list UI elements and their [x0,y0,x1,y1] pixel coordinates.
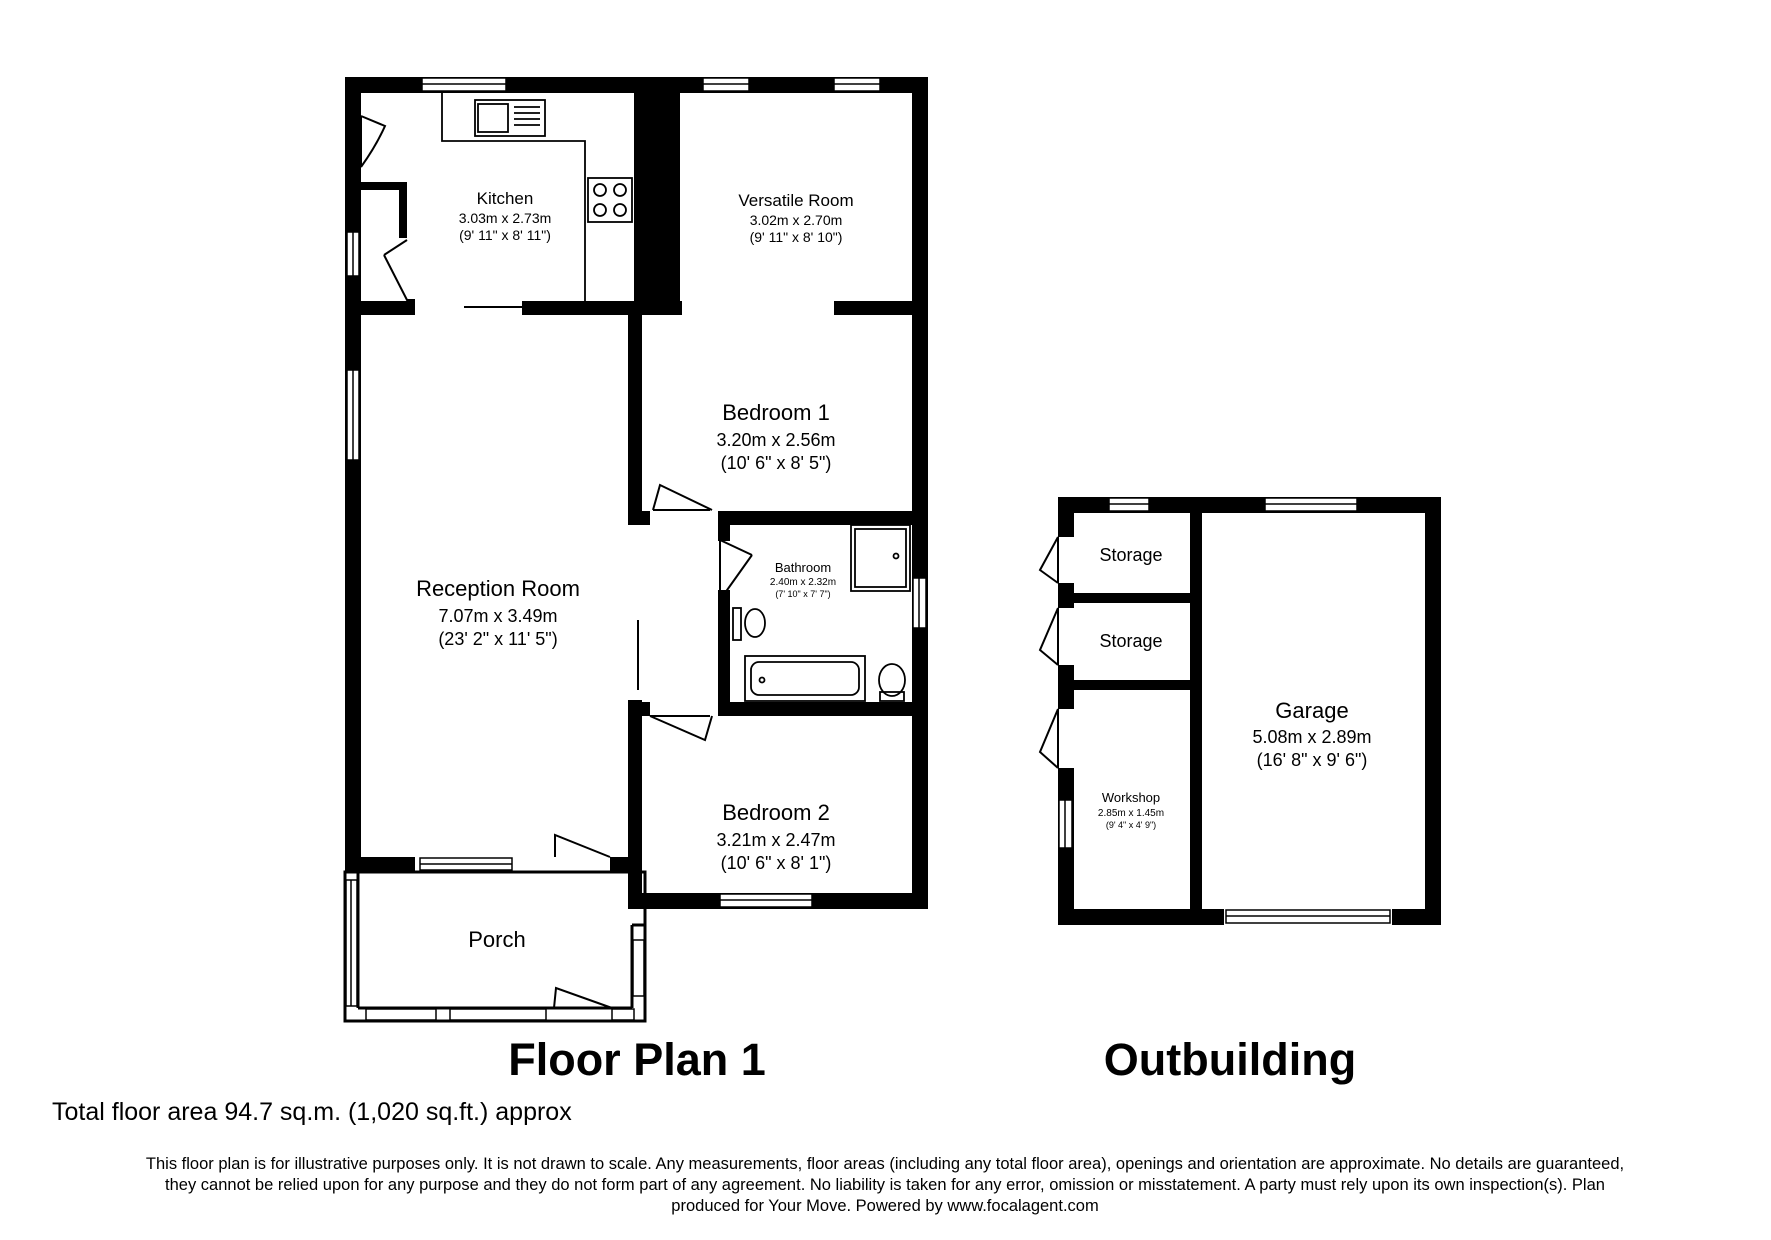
outbuilding-doors [1038,536,1059,769]
garage-metric: 5.08m x 2.89m [1252,727,1371,747]
garage-imperial: (16' 8" x 9' 6") [1257,750,1368,770]
reception-metric: 7.07m x 3.49m [438,606,557,626]
disclaimer-line: produced for Your Move. Powered by www.f… [671,1197,1099,1215]
versatile-metric: 3.02m x 2.70m [750,212,843,228]
disclaimer-line: they cannot be relied upon for any purpo… [165,1176,1605,1194]
bedroom1-imperial: (10' 6" x 8' 5") [721,453,832,473]
kitchen-fixtures [441,93,633,301]
bedroom2-metric: 3.21m x 2.47m [716,830,835,850]
workshop-name: Workshop [1102,790,1160,805]
bathroom-fixtures [732,524,911,702]
bedroom2-imperial: (10' 6" x 8' 1") [721,853,832,873]
windows [345,77,927,1021]
bathroom-imperial: (7' 10" x 7' 7") [775,589,830,599]
disclaimer-line: This floor plan is for illustrative purp… [145,1155,1625,1173]
storage2-name: Storage [1099,631,1162,651]
bathroom-metric: 2.40m x 2.32m [770,577,836,588]
total-floor-area: Total floor area 94.7 sq.m. (1,020 sq.ft… [52,1098,572,1126]
kitchen-imperial: (9' 11" x 8' 11") [459,227,551,243]
reception-imperial: (23' 2" x 11' 5") [438,629,557,649]
storage1-name: Storage [1099,545,1162,565]
bathroom-name: Bathroom [775,560,831,575]
outbuilding-title: Outbuilding [1104,1034,1356,1085]
bedroom2-name: Bedroom 2 [722,800,830,825]
doors [360,115,753,1009]
kitchen-name: Kitchen [477,189,534,208]
workshop-metric: 2.85m x 1.45m [1098,808,1164,819]
reception-name: Reception Room [416,576,580,601]
garage-name: Garage [1275,698,1348,723]
workshop-imperial: (9' 4" x 4' 9") [1106,820,1156,830]
floor-plan-title: Floor Plan 1 [508,1034,766,1085]
porch-name: Porch [468,927,525,952]
versatile-name: Versatile Room [738,191,853,210]
porch-walls [343,870,647,1023]
kitchen-metric: 3.03m x 2.73m [459,210,552,226]
disclaimer: This floor plan is for illustrative purp… [40,1154,1730,1217]
outbuilding-windows [1058,497,1391,924]
versatile-imperial: (9' 11" x 8' 10") [750,229,843,245]
bedroom1-metric: 3.20m x 2.56m [716,430,835,450]
bedroom1-name: Bedroom 1 [722,400,830,425]
